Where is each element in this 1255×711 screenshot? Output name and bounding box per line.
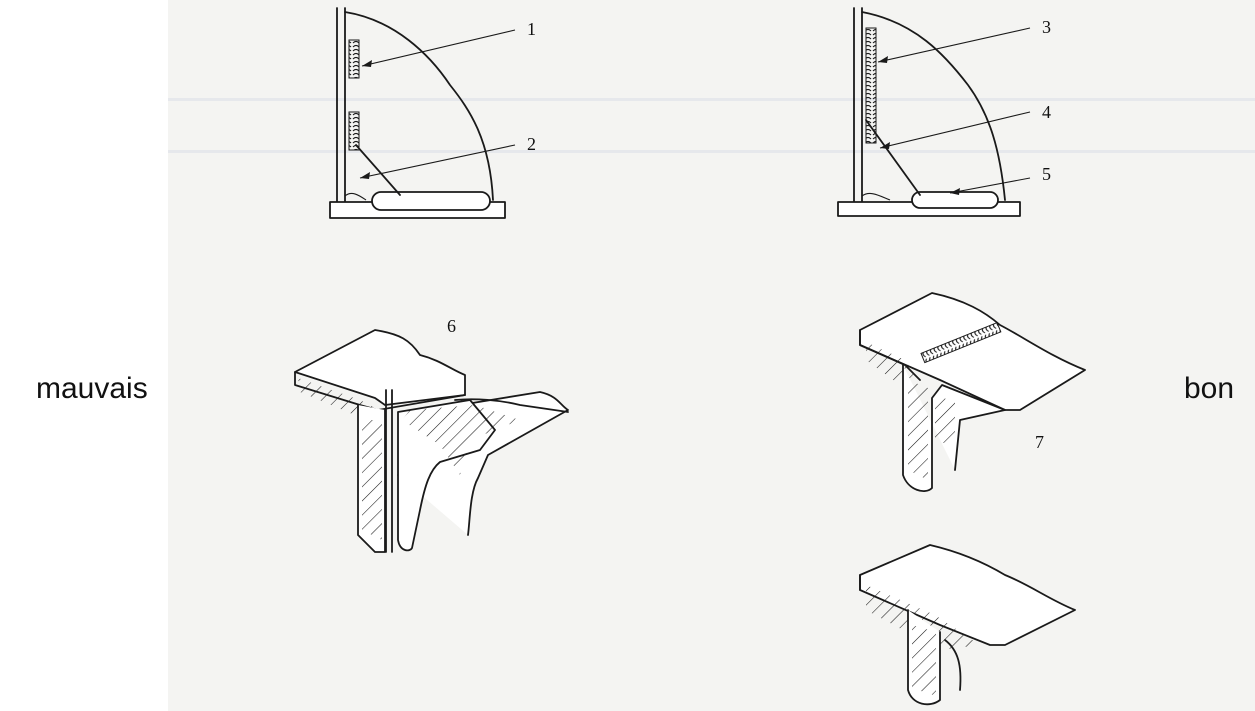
good-label: bon	[1184, 372, 1235, 405]
callout-6: 6	[447, 316, 456, 336]
continuous-weld-figure: 3 4 5	[837, 7, 1051, 217]
t-section-figure	[859, 544, 1076, 706]
callout-2: 2	[359, 134, 536, 179]
callout-number: 5	[1042, 164, 1051, 184]
callout-number: 3	[1042, 17, 1051, 37]
callout-number: 1	[527, 19, 536, 39]
callout-4: 4	[879, 102, 1051, 149]
callout-number: 2	[527, 134, 536, 154]
callout-7: 7	[1035, 432, 1044, 452]
callout-1: 1	[361, 19, 536, 67]
callout-3: 3	[877, 17, 1051, 63]
intermittent-weld-figure: 1 2	[329, 7, 536, 219]
gap-joint-figure: 6	[294, 316, 569, 553]
bad-label: mauvais	[36, 372, 148, 405]
welded-t-joint-figure: 7	[859, 292, 1086, 492]
callout-5: 5	[949, 164, 1051, 195]
callout-number: 4	[1042, 102, 1051, 122]
